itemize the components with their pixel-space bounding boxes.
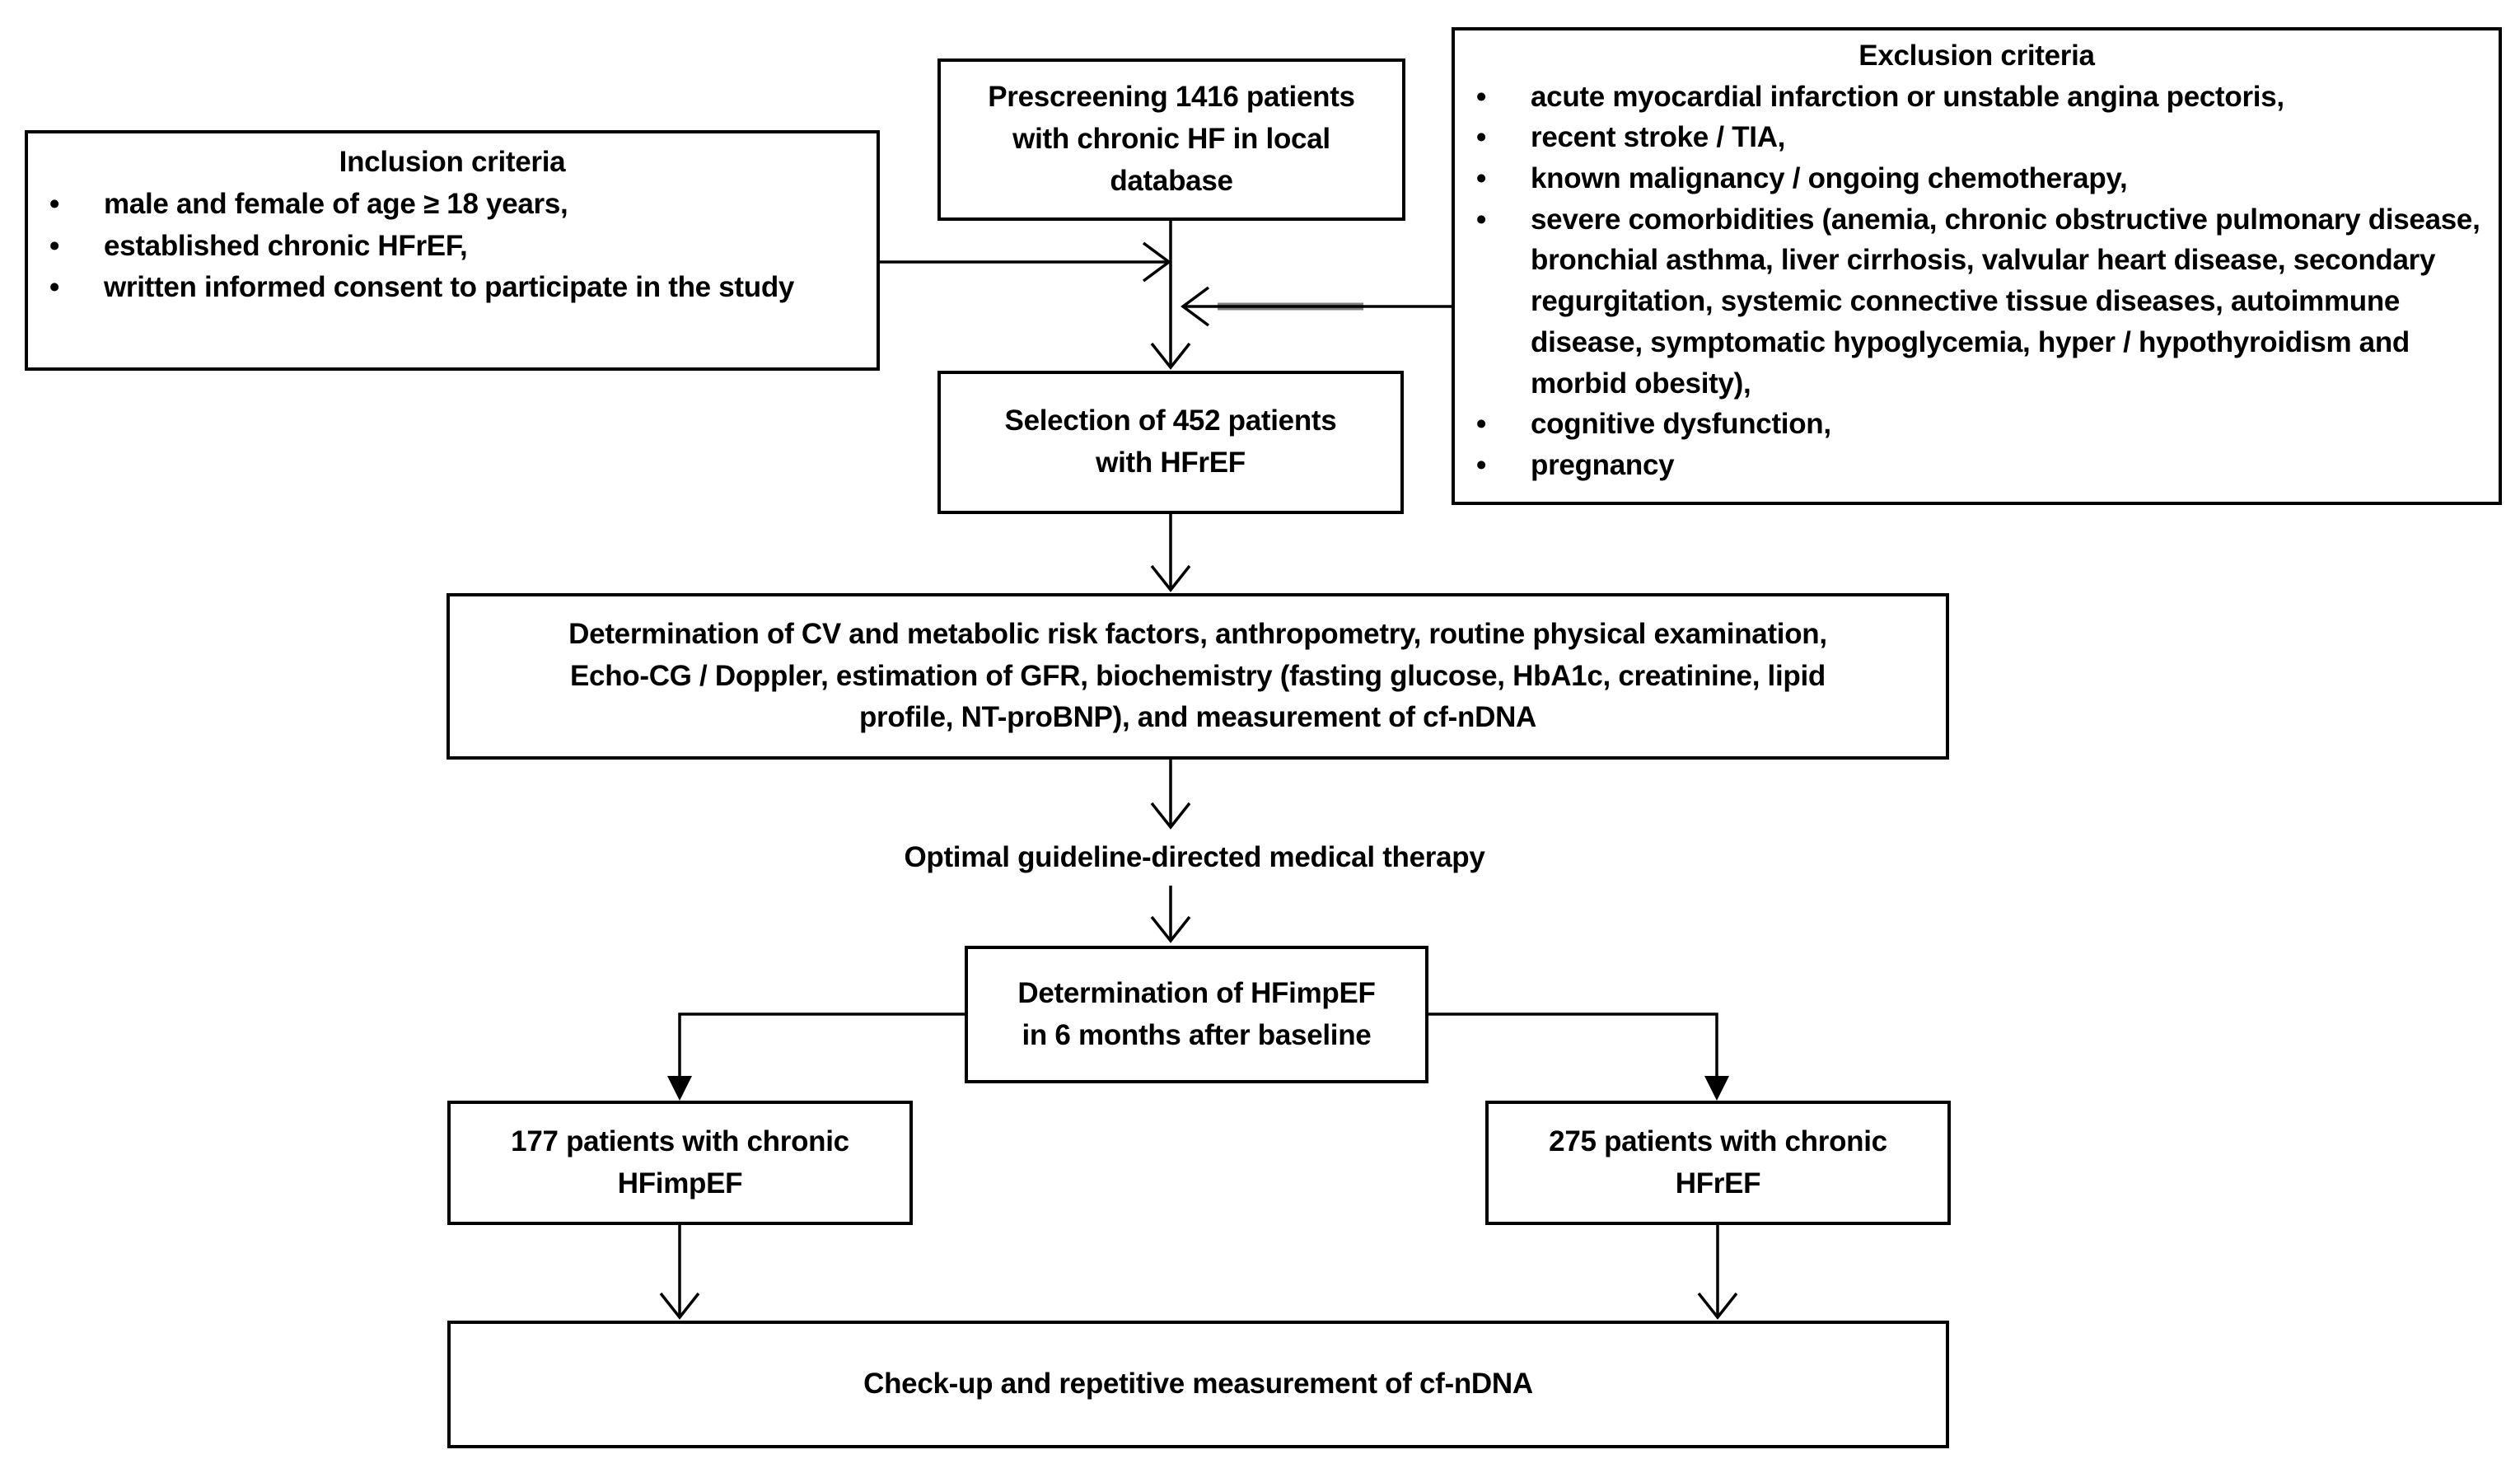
hfimpef-group-box: 177 patients with chronic HFimpEF [447, 1101, 913, 1225]
arrow-hfref-to-checkup [1697, 1225, 1738, 1320]
exclusion-criteria-box: Exclusion criteria acute myocardial infa… [1452, 27, 2502, 505]
arrow-assessment-to-therapy [1150, 760, 1191, 830]
selection-box: Selection of 452 patients with HFrEF [937, 371, 1404, 514]
prescreening-text: Prescreening 1416 patients with chronic … [988, 81, 1355, 197]
bullet-marker [1476, 404, 1531, 445]
exclusion-item-text: known malignancy / ongoing chemotherapy, [1531, 162, 2128, 195]
exclusion-item-text: severe comorbidities (anemia, chronic ob… [1531, 203, 2480, 400]
inclusion-item-text: male and female of age ≥ 18 years, [104, 187, 568, 220]
exclusion-item: cognitive dysfunction, [1476, 404, 2487, 445]
arrow-hfimpef-to-checkup [659, 1225, 700, 1320]
exclusion-item: acute myocardial infarction or unstable … [1476, 77, 2487, 118]
bullet-marker [1476, 158, 1531, 199]
baseline-assessment-box: Determination of CV and metabolic risk f… [446, 593, 1949, 760]
bullet-marker [1476, 77, 1531, 118]
exclusion-item: recent stroke / TIA, [1476, 117, 2487, 158]
arrow-exclusion-to-flow [1181, 286, 1452, 327]
selection-text: Selection of 452 patients with HFrEF [1004, 404, 1337, 479]
exclusion-item: pregnancy [1476, 445, 2487, 486]
exclusion-item: severe comorbidities (anemia, chronic ob… [1476, 199, 2487, 404]
hfimpef-group-text: 177 patients with chronic HFimpEF [511, 1125, 849, 1199]
checkup-box: Check-up and repetitive measurement of c… [447, 1321, 1949, 1448]
exclusion-item-text: recent stroke / TIA, [1531, 121, 1786, 154]
inclusion-criteria-box: Inclusion criteria male and female of ag… [25, 130, 880, 371]
arrow-selection-to-assessment [1150, 514, 1191, 592]
followup-determination-text: Determination of HFimpEF in 6 months aft… [1017, 976, 1376, 1051]
bullet-marker [1476, 199, 1531, 404]
bullet-marker [49, 184, 104, 226]
exclusion-item-text: cognitive dysfunction, [1531, 408, 1831, 441]
exclusion-criteria-list: acute myocardial infarction or unstable … [1455, 77, 2499, 486]
exclusion-item: known malignancy / ongoing chemotherapy, [1476, 158, 2487, 199]
inclusion-criteria-list: male and female of age ≥ 18 years, estab… [28, 184, 877, 309]
exclusion-item-text: pregnancy [1531, 448, 1675, 481]
followup-determination-box: Determination of HFimpEF in 6 months aft… [965, 946, 1428, 1083]
inclusion-item: male and female of age ≥ 18 years, [49, 184, 865, 226]
arrow-followup-to-hfref-group [1428, 1012, 1729, 1101]
hfref-group-box: 275 patients with chronic HFrEF [1485, 1101, 1951, 1225]
hfref-group-text: 275 patients with chronic HFrEF [1549, 1125, 1887, 1199]
therapy-label-text: Optimal guideline-directed medical thera… [904, 840, 1485, 873]
inclusion-item-text: established chronic HFrEF, [104, 229, 468, 262]
checkup-text: Check-up and repetitive measurement of c… [863, 1368, 1533, 1401]
inclusion-item: established chronic HFrEF, [49, 226, 865, 268]
arrow-followup-to-hfimpef-group [667, 1012, 965, 1101]
arrow-inclusion-to-flow [880, 241, 1171, 283]
therapy-label: Optimal guideline-directed medical thera… [824, 834, 1565, 881]
exclusion-criteria-title: Exclusion criteria [1858, 40, 2095, 72]
bullet-marker [49, 226, 104, 268]
baseline-assessment-text: Determination of CV and metabolic risk f… [568, 617, 1827, 734]
arrow-therapy-to-followup [1150, 886, 1191, 943]
bullet-marker [1476, 117, 1531, 158]
inclusion-item: written informed consent to participate … [49, 267, 865, 309]
bullet-marker [49, 267, 104, 309]
inclusion-criteria-title: Inclusion criteria [339, 146, 566, 178]
bullet-marker [1476, 445, 1531, 486]
arrow-prescreening-to-selection [1150, 221, 1191, 370]
inclusion-item-text: written informed consent to participate … [104, 271, 795, 304]
exclusion-item-text: acute myocardial infarction or unstable … [1531, 80, 2284, 113]
prescreening-box: Prescreening 1416 patients with chronic … [937, 58, 1405, 221]
